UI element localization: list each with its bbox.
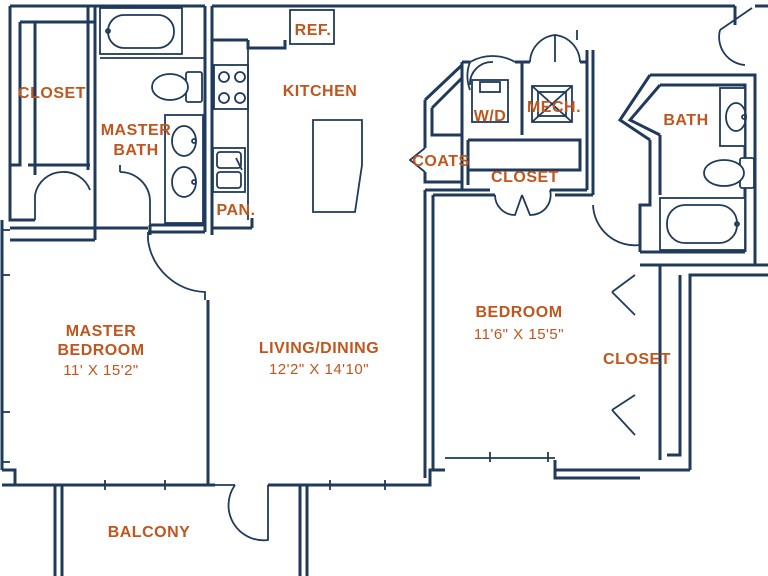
- ref-label: REF.: [295, 22, 332, 39]
- room-labels: CLOSET MASTER BATH REF. KITCHEN PAN. W/D…: [18, 22, 708, 541]
- closet-left-label: CLOSET: [18, 85, 86, 102]
- coats-label: COATS: [412, 153, 469, 170]
- master-bedroom-dimensions: 11' X 15'2": [63, 362, 139, 379]
- master-bedroom-label-1: MASTER: [66, 323, 137, 340]
- master-bath-label-1: MASTER: [101, 122, 172, 139]
- bath-label: BATH: [663, 112, 708, 129]
- doors: [34, 7, 753, 542]
- wd-label: W/D: [474, 108, 507, 125]
- washer-dryer-icon: [471, 79, 509, 123]
- mech-label: MECH.: [527, 99, 581, 116]
- kitchen-island: [312, 119, 363, 213]
- bath-tub-icon: [659, 197, 746, 251]
- mech-icon: [531, 85, 573, 123]
- closet-right-label: CLOSET: [603, 351, 671, 368]
- living-dining-label: LIVING/DINING: [259, 340, 379, 357]
- master-bedroom-label-2: BEDROOM: [57, 342, 144, 359]
- exterior-walls: [0, 4, 768, 576]
- refrigerator: [289, 9, 335, 45]
- bedroom-label: BEDROOM: [475, 304, 562, 321]
- master-toilet-icon: [151, 71, 203, 103]
- balcony-label: BALCONY: [108, 524, 191, 541]
- master-bath-label-2: BATH: [113, 142, 158, 159]
- living-dining-dimensions: 12'2" X 14'10": [269, 361, 369, 378]
- kitchen-sink-icon: [212, 147, 246, 193]
- bath-sink-icon: [719, 87, 747, 147]
- bath-toilet-icon: [703, 157, 755, 189]
- master-vanity: [164, 114, 204, 224]
- pan-label: PAN.: [216, 202, 255, 219]
- closet-center-label: CLOSET: [491, 169, 559, 186]
- fixtures: [99, 7, 755, 251]
- range-icon: [213, 64, 249, 110]
- interior-walls: [8, 6, 662, 478]
- bedroom-dimensions: 11'6" X 15'5": [474, 326, 564, 343]
- window-marks: [2, 229, 555, 490]
- kitchen-label: KITCHEN: [283, 83, 358, 100]
